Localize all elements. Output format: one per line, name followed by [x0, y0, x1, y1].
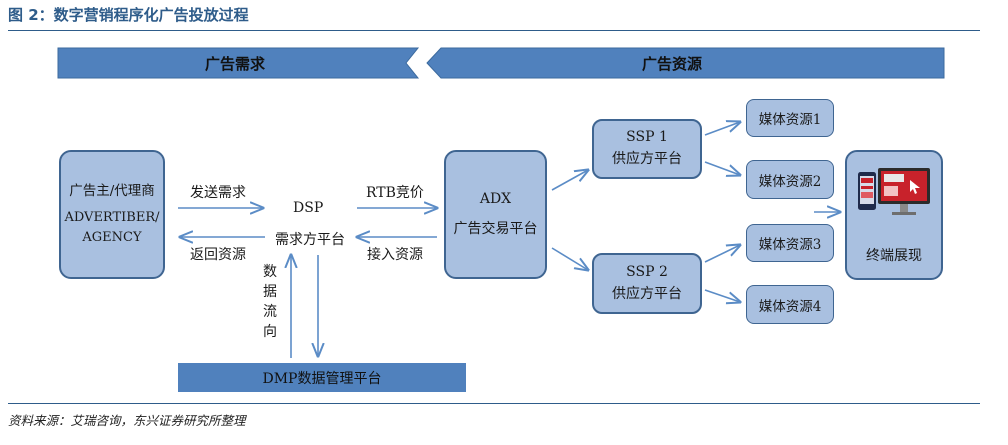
data-flow-label: 数据流向	[263, 264, 277, 340]
advertiser-label: 广告主/代理商	[69, 182, 155, 199]
terminal-node: 终端展现	[845, 150, 943, 280]
advertiser-node: 广告主/代理商 ADVERTIBER/ AGENCY	[59, 150, 165, 279]
figure-title: 图 2：数字营销程序化广告投放过程	[8, 6, 249, 24]
resource-banner	[426, 47, 945, 79]
ssp1-node: SSP 1 供应方平台	[592, 119, 702, 179]
source-note: 资料来源：艾瑞咨询，东兴证券研究所整理	[8, 413, 246, 428]
ssp2-node: SSP 2 供应方平台	[592, 253, 702, 314]
media-resource-4: 媒体资源4	[746, 285, 834, 324]
ssp1-sublabel: 供应方平台	[612, 151, 682, 167]
ssp2-sublabel: 供应方平台	[612, 285, 682, 302]
ssp2-label: SSP 2	[626, 263, 668, 280]
advertiser-en-label-2: AGENCY	[82, 229, 142, 245]
resource-banner-label: 广告资源	[642, 55, 703, 73]
return-resource-label: 返回资源	[190, 247, 246, 263]
arrow-adx-ssp2	[551, 247, 588, 270]
access-resource-label: 接入资源	[367, 247, 423, 263]
adx-label: ADX	[479, 190, 512, 207]
media-resource-1: 媒体资源1	[746, 99, 834, 137]
media-resource-3: 媒体资源3	[746, 224, 834, 262]
adx-node: ADX 广告交易平台	[444, 150, 547, 279]
terminal-label: 终端展现	[866, 248, 922, 264]
devices-icon	[858, 168, 930, 215]
adx-sublabel: 广告交易平台	[453, 220, 538, 237]
demand-banner-label: 广告需求	[205, 55, 266, 73]
arrow-ssp2-media3	[704, 245, 740, 263]
bottom-rule	[8, 403, 980, 404]
media-resource-2: 媒体资源2	[746, 160, 834, 199]
dsp-label: DSP	[293, 200, 324, 216]
rtb-label: RTB竞价	[366, 185, 424, 201]
arrow-adx-ssp1	[551, 170, 588, 191]
dsp-sublabel: 需求方平台	[275, 232, 345, 248]
send-demand-label: 发送需求	[190, 185, 246, 201]
advertiser-en-label: ADVERTIBER/	[64, 209, 160, 225]
arrow-ssp1-media1	[704, 122, 740, 136]
top-rule	[8, 30, 980, 31]
arrow-ssp2-media4	[704, 289, 740, 302]
ssp1-label: SSP 1	[626, 129, 668, 146]
arrow-ssp1-media2	[704, 161, 740, 175]
dmp-bar: DMP数据管理平台	[178, 363, 466, 392]
demand-banner	[57, 47, 420, 79]
